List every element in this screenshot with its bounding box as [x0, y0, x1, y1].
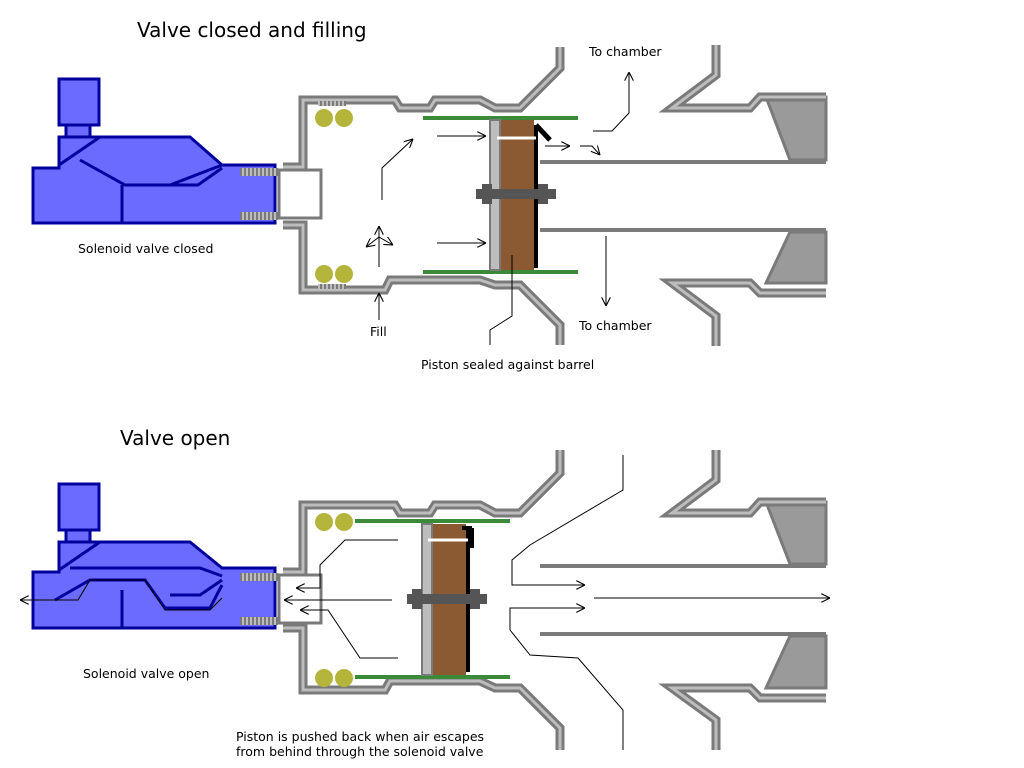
piston-label-line1: Piston is pushed back when air escapes — [236, 729, 484, 744]
panel-closed: Valve closed and filling Solenoid valve … — [31, 18, 828, 372]
panel-title: Valve closed and filling — [137, 18, 367, 42]
to-chamber-top-label: To chamber — [588, 44, 662, 59]
flow-arrows — [20, 455, 830, 750]
to-chamber-bottom-label: To chamber — [578, 318, 652, 333]
ball-bearings — [315, 513, 353, 687]
fill-label: Fill — [370, 324, 387, 339]
panel-title: Valve open — [120, 426, 230, 450]
barrel — [540, 450, 828, 750]
piston-label: Piston sealed against barrel — [421, 357, 594, 372]
barrel — [540, 45, 828, 346]
valve-housing — [277, 47, 565, 345]
piston — [476, 119, 556, 271]
panel-open: Valve open Solenoid valve open — [20, 426, 830, 759]
piston — [407, 523, 487, 676]
solenoid-label: Solenoid valve closed — [78, 241, 213, 256]
solenoid-valve — [31, 77, 278, 225]
solenoid-label: Solenoid valve open — [83, 666, 209, 681]
valve-housing — [277, 450, 565, 750]
solenoid-valve — [31, 482, 278, 630]
ball-bearings — [315, 109, 353, 283]
flow-arrows — [366, 72, 629, 345]
piston-label-line2: from behind through the solenoid valve — [236, 744, 484, 759]
